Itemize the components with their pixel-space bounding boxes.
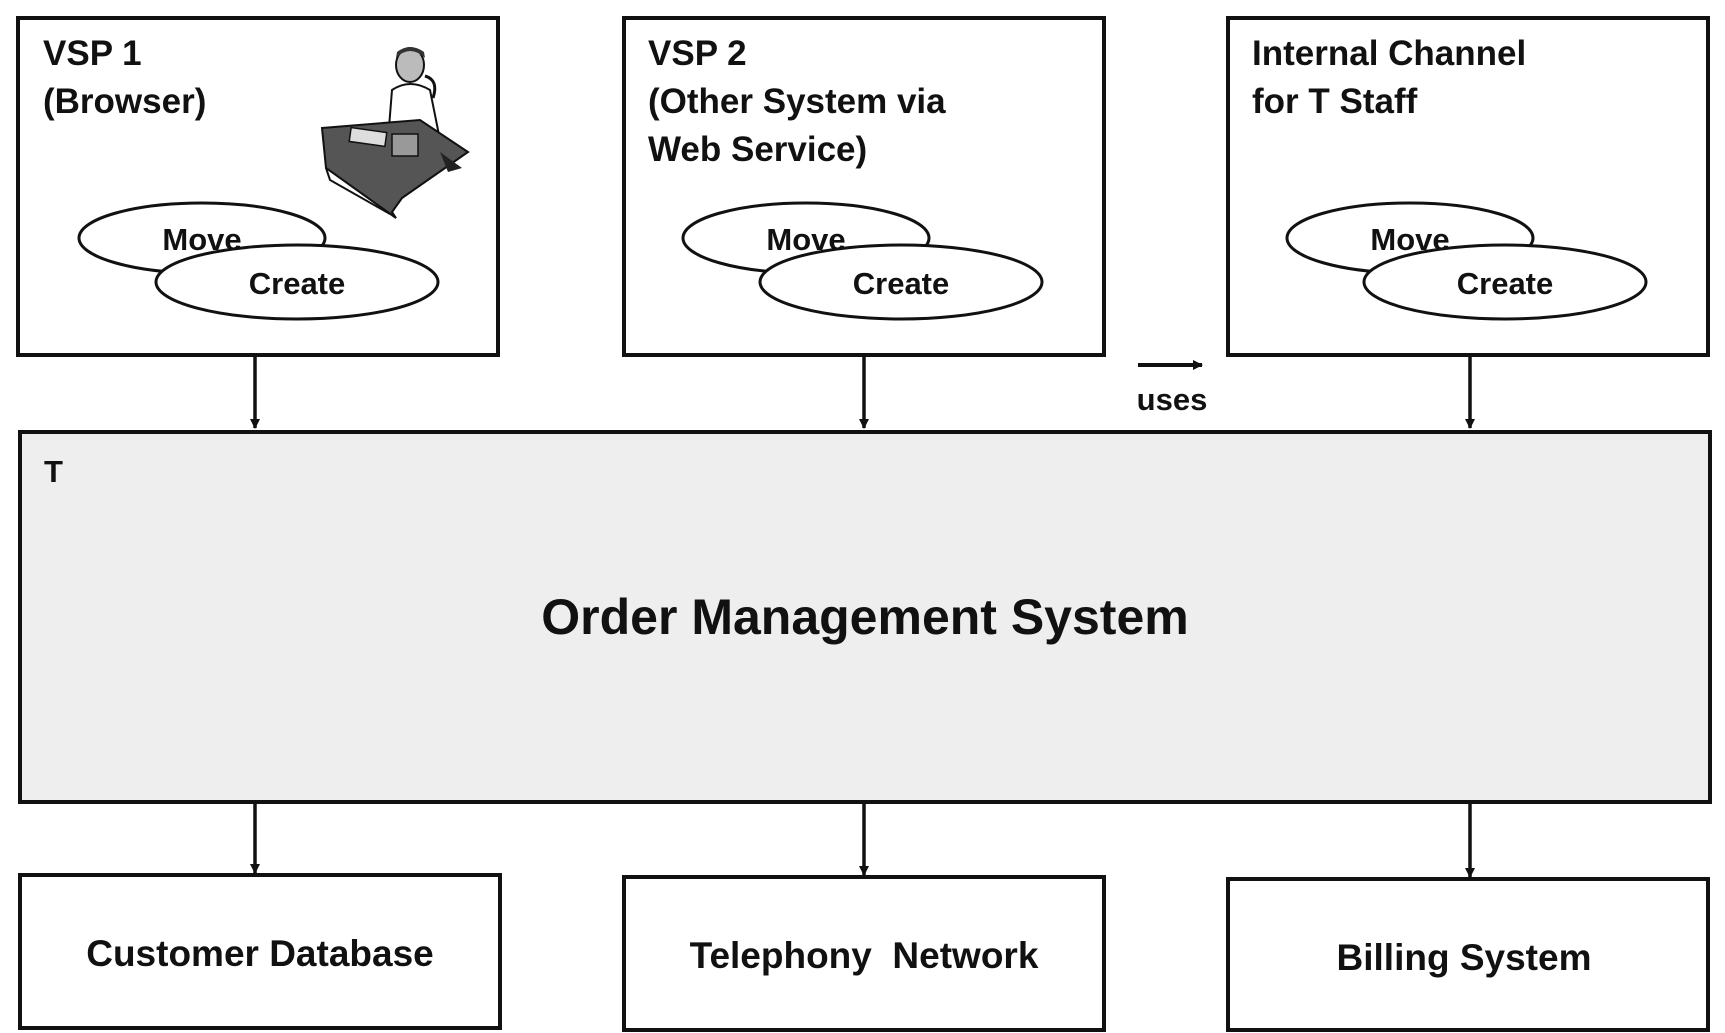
channel-title-line: (Browser) xyxy=(43,82,206,121)
channel-title-line: Internal Channel xyxy=(1252,34,1526,73)
core-corner-label: T xyxy=(44,454,63,489)
channel-title-line: for T Staff xyxy=(1252,82,1418,121)
person-at-desk-figure xyxy=(320,47,470,219)
use-case-create-label: Create xyxy=(1457,266,1554,301)
core-title: Order Management System xyxy=(541,589,1188,645)
channel-title-line: (Other System via xyxy=(648,82,946,121)
channel-box-vsp1: VSP 1 (Browser) Move Create xyxy=(16,16,500,357)
use-case-create-ellipse xyxy=(758,243,1044,321)
use-case-create-ellipse xyxy=(154,243,440,321)
backend-billing-system: Billing System xyxy=(1226,877,1710,1032)
backend-customer-database: Customer Database xyxy=(18,873,502,1030)
uses-legend: uses xyxy=(1137,360,1208,417)
channel-title-line: VSP 1 xyxy=(43,34,142,73)
channel-box-vsp2: VSP 2 (Other System via Web Service) Mov… xyxy=(622,16,1106,357)
backend-label: Billing System xyxy=(1337,937,1592,978)
use-case-create-label: Create xyxy=(853,266,950,301)
channel-box-internal: Internal Channel for T Staff Move Create xyxy=(1226,16,1710,357)
channel-title-line: Web Service) xyxy=(648,130,867,169)
backend-label: Telephony Network xyxy=(690,935,1039,976)
backend-telephony-network: Telephony Network xyxy=(622,875,1106,1032)
backend-label: Customer Database xyxy=(86,933,434,974)
use-case-create-label: Create xyxy=(249,266,346,301)
use-case-create-ellipse xyxy=(1362,243,1648,321)
legend-uses-label: uses xyxy=(1137,382,1208,417)
core-box xyxy=(18,430,1712,804)
channel-title-line: VSP 2 xyxy=(648,34,747,73)
order-management-system-box: T Order Management System xyxy=(18,430,1712,804)
